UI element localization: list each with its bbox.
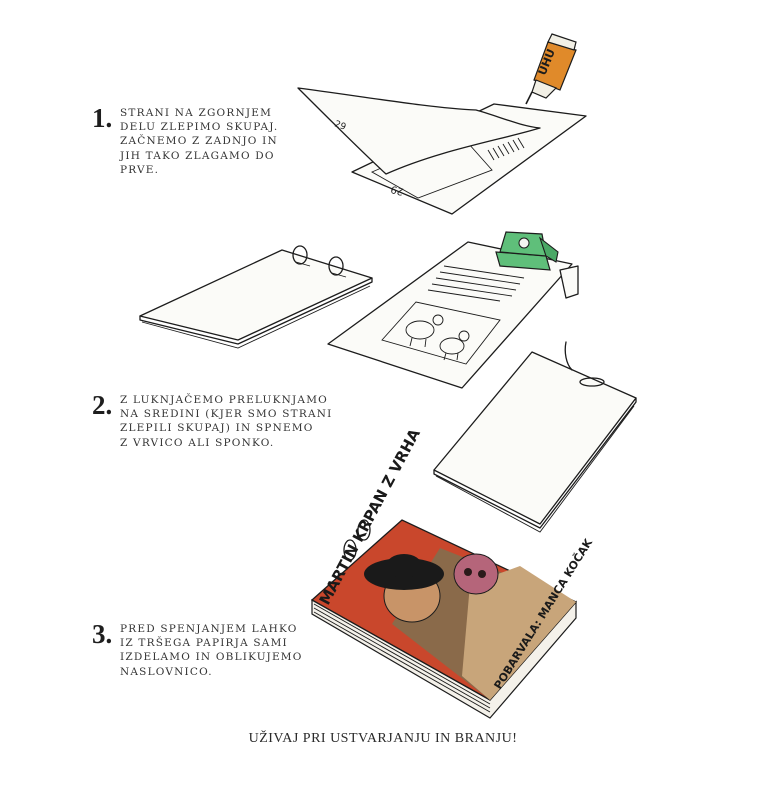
page-number-bottom: 29 xyxy=(390,183,405,197)
step-number: 3. xyxy=(92,619,113,649)
glued-pages-drawing: 29 29 UHU xyxy=(297,33,587,215)
step-number: 2. xyxy=(92,390,113,420)
step-3: 3. PRED SPENJANJEM LAHKO IZ TRŠEGA PAPIR… xyxy=(92,621,303,679)
step-text: PRED SPENJANJEM LAHKO IZ TRŠEGA PAPIRJA … xyxy=(120,623,303,678)
glue-tube: UHU xyxy=(525,33,577,105)
punched-sheet-drawing xyxy=(327,231,579,389)
step-2: 2. Z LUKNJAČEMO PRELUKNJAMO NA SREDINI (… xyxy=(92,392,332,450)
booklet-left-drawing xyxy=(139,245,373,349)
page-number-top: 29 xyxy=(333,119,347,132)
step-text: STRANI NA ZGORNJEM DELU ZLEPIMO SKUPAJ. … xyxy=(120,107,279,176)
booklet-right-drawing xyxy=(433,341,637,533)
closing-message: UŽIVAJ PRI USTVARJANJU IN BRANJU! xyxy=(248,731,518,746)
step-1: 1. STRANI NA ZGORNJEM DELU ZLEPIMO SKUPA… xyxy=(92,105,278,177)
hatch-lines xyxy=(487,137,525,161)
sheep-sketch xyxy=(405,314,470,361)
lifted-sheet xyxy=(297,87,541,175)
step-number: 1. xyxy=(92,103,113,133)
step-text: Z LUKNJAČEMO PRELUKNJAMO NA SREDINI (KJE… xyxy=(120,394,333,449)
hole-punch xyxy=(495,231,559,271)
